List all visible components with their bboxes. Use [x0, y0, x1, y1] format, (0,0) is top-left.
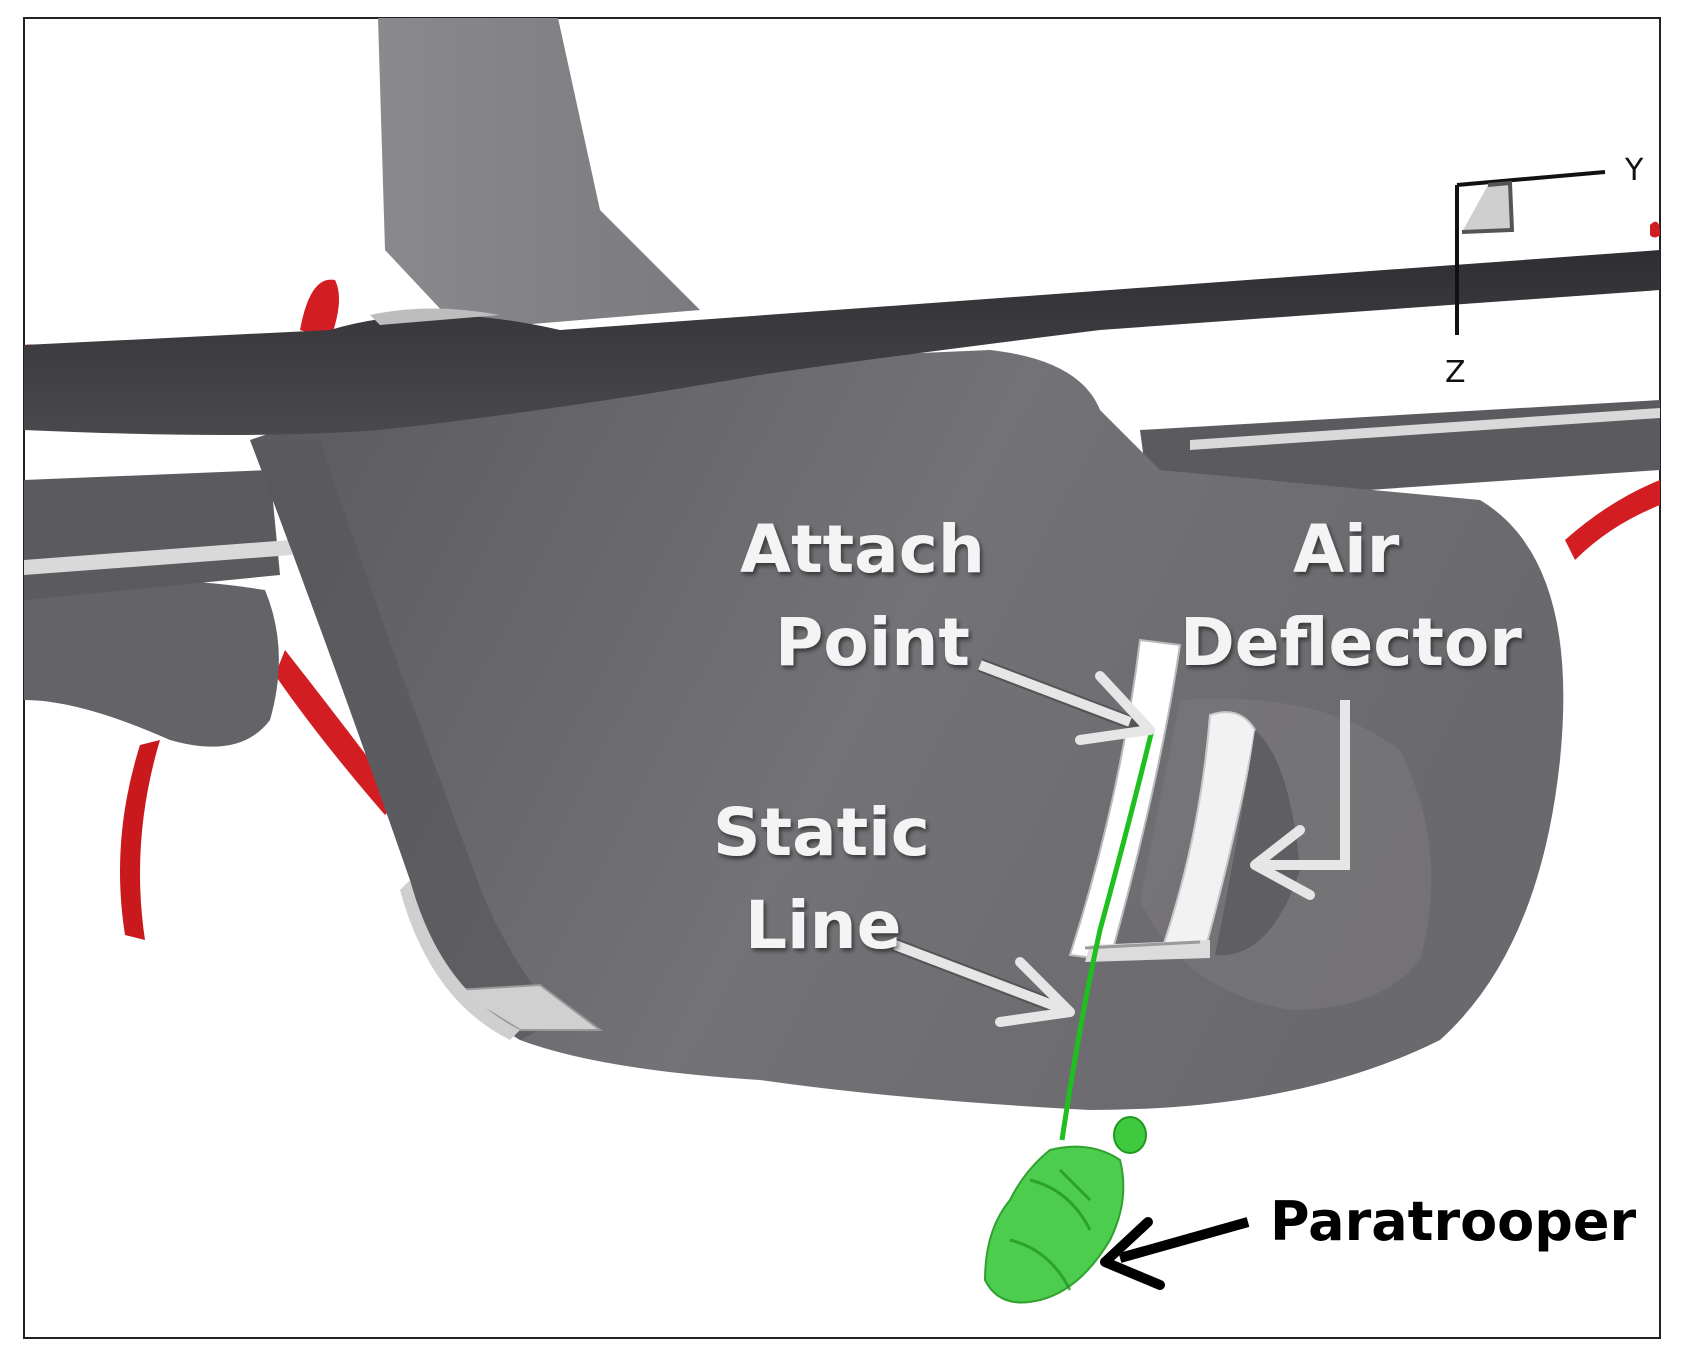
static-line — [1059, 729, 1155, 1141]
attach-point-arrow — [977, 658, 1155, 745]
paratrooper-detail — [1009, 1168, 1092, 1291]
static-line-arrow — [892, 938, 1075, 1027]
left-wing-flap-edge — [24, 540, 292, 575]
right-wing-flap-edge — [1190, 408, 1660, 450]
air-deflector-arrow — [1250, 700, 1350, 900]
vertical-tail — [378, 18, 700, 330]
right-propeller-blade-top — [1650, 221, 1660, 238]
left-propeller-blade-top — [300, 279, 339, 340]
axis-y-line — [1456, 170, 1606, 187]
axis-x-box — [1461, 180, 1515, 234]
axis-indicator: Y Z — [1445, 153, 1644, 390]
left-propeller-blade-curve — [275, 650, 400, 815]
label-static-line-2: Line — [745, 887, 901, 964]
wing-highlight — [370, 308, 500, 325]
main-wing — [24, 250, 1660, 435]
fuselage-shadow — [250, 440, 560, 1040]
left-door-rail — [451, 983, 603, 1031]
paratrooper-figure — [983, 1116, 1147, 1304]
air-deflector-shadow — [1215, 730, 1300, 956]
label-static-line-1: Static — [713, 794, 930, 871]
paratrooper-arrow — [1100, 1217, 1250, 1290]
left-engine-nacelle — [24, 580, 279, 747]
label-paratrooper: Paratrooper — [1270, 1190, 1637, 1253]
door-rail — [1084, 940, 1201, 950]
axis-z-label: Z — [1445, 355, 1466, 390]
left-propeller-blade-down — [120, 740, 160, 940]
paratrooper-body — [983, 1145, 1125, 1304]
axis-y-label: Y — [1624, 153, 1644, 188]
label-air-deflector-2: Deflector — [1180, 604, 1522, 681]
label-attach-point-1: Attach — [740, 511, 985, 588]
right-propeller-blade-side — [1565, 480, 1660, 560]
paratrooper-head — [1113, 1116, 1147, 1154]
label-attach-point-2: Point — [775, 604, 970, 681]
label-air-deflector-1: Air — [1293, 511, 1400, 588]
left-door-strip — [400, 880, 520, 1040]
